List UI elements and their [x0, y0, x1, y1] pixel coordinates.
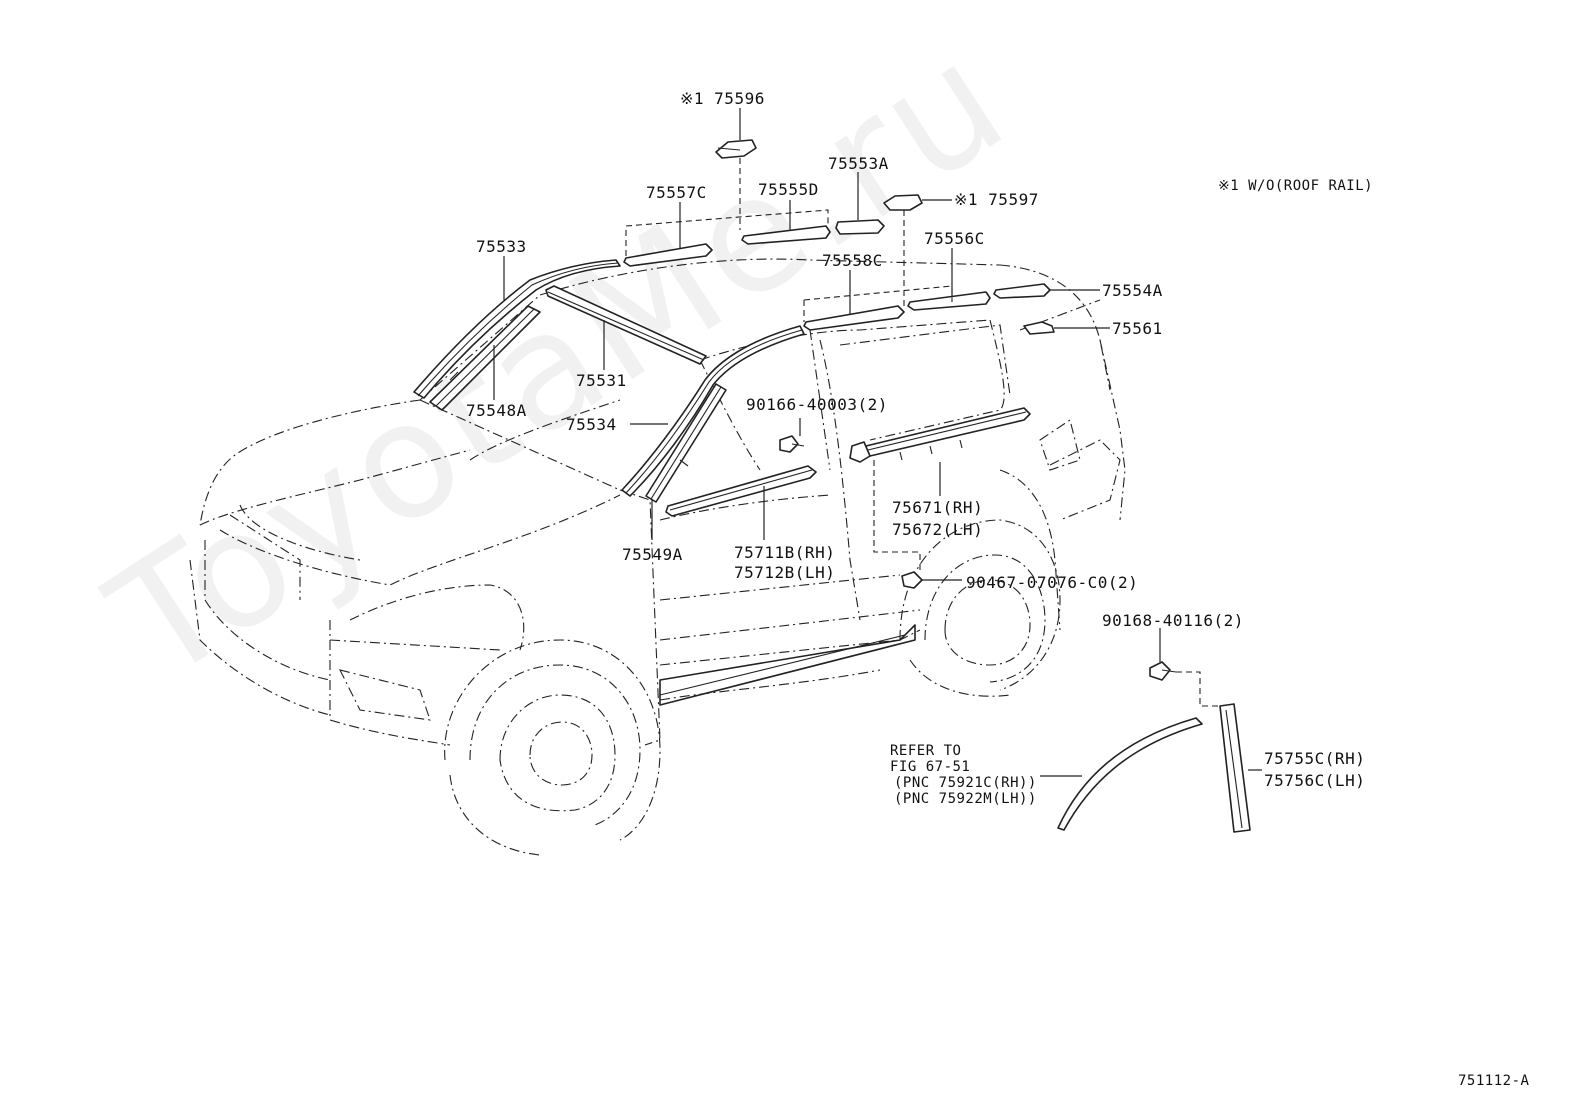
refer-text-line4: (PNC 75922M(LH)): [894, 791, 1037, 807]
clip-90168: [1149, 661, 1171, 681]
label-75755c-rh: 75755C(RH): [1264, 749, 1366, 768]
part-75561: [1023, 321, 1055, 335]
label-90467-07076: 90467-07076-C0(2): [966, 573, 1139, 592]
part-75711b: [665, 465, 817, 517]
part-75553a: [835, 219, 885, 235]
label-75534: 75534: [566, 415, 617, 434]
label-75756c-lh: 75756C(LH): [1264, 771, 1366, 790]
label-75548a: 75548A: [466, 401, 527, 420]
label-75596: ※1 75596: [680, 89, 765, 108]
label-75554a: 75554A: [1102, 281, 1163, 300]
part-75556c: [907, 291, 991, 311]
label-90166-40003: 90166-40003(2): [746, 395, 888, 414]
part-75596: [715, 139, 757, 159]
label-75531: 75531: [576, 371, 627, 390]
figure-code: 751112-A: [1458, 1073, 1530, 1089]
note-without-roof-rail: ※1 W/O(ROOF RAIL): [1218, 178, 1374, 194]
label-75712b-lh: 75712B(LH): [734, 563, 836, 582]
label-75533: 75533: [476, 237, 527, 256]
leader-lines: [493, 108, 1262, 777]
label-75561: 75561: [1112, 319, 1163, 338]
clip-90166: [779, 435, 799, 453]
label-75549a: 75549A: [622, 545, 683, 564]
vehicle-outline: [189, 258, 1126, 856]
part-75533: [413, 259, 621, 399]
bracket: [849, 441, 871, 463]
refer-text-line2: FIG 67-51: [890, 759, 971, 775]
part-75558c: [803, 305, 905, 331]
parts: [413, 139, 1251, 833]
part-75531: [545, 285, 707, 365]
refer-text-line1: REFER TO: [890, 743, 962, 759]
label-75553a: 75553A: [828, 154, 889, 173]
clip-90467: [901, 571, 923, 589]
label-75558c: 75558C: [822, 251, 883, 270]
label-75597: ※1 75597: [954, 190, 1039, 209]
label-75557c: 75557C: [646, 183, 707, 202]
referred-molding: [1057, 717, 1203, 831]
part-75597: [883, 194, 923, 211]
part-75671: [863, 407, 1031, 457]
label-75672-lh: 75672(LH): [892, 520, 984, 539]
part-75554a: [993, 283, 1051, 299]
part-75534: [621, 325, 805, 497]
label-75556c: 75556C: [924, 229, 985, 248]
part-75755c: [1219, 703, 1251, 833]
label-75711b-rh: 75711B(RH): [734, 543, 836, 562]
part-75557c: [623, 243, 713, 267]
label-75671-rh: 75671(RH): [892, 498, 984, 517]
refer-text-line3: (PNC 75921C(RH)): [894, 775, 1037, 791]
label-90168-40116: 90168-40116(2): [1102, 611, 1244, 630]
label-75555d: 75555D: [758, 180, 819, 199]
part-75555d: [741, 225, 831, 245]
